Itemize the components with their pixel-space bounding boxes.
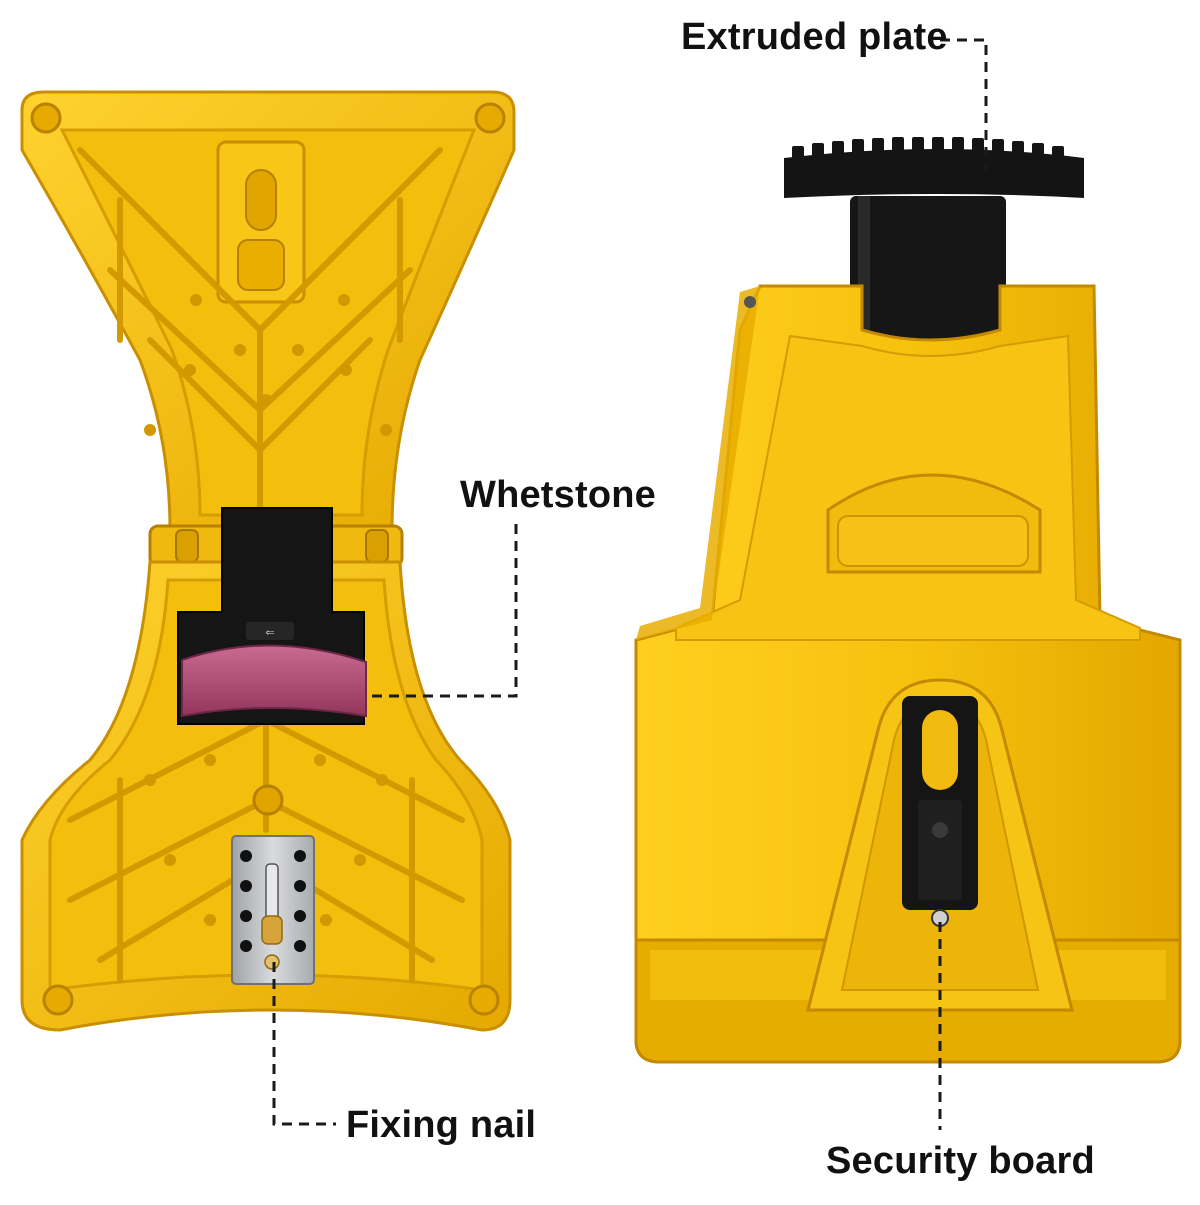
security-board-label: Security board xyxy=(826,1140,1095,1182)
callout-lines xyxy=(272,38,988,1130)
callout-line-fixing xyxy=(272,962,336,1126)
extruded-plate-icon xyxy=(784,137,1084,346)
closed-sharpener-icon xyxy=(634,137,1182,1064)
extruded-plate-label: Extruded plate xyxy=(681,16,948,58)
fixing-nail-icon xyxy=(261,863,283,970)
whetstone-icon xyxy=(181,644,367,718)
callout-line-whetstone xyxy=(368,524,518,698)
whetstone-label: Whetstone xyxy=(460,474,657,516)
svg-text:⇐: ⇐ xyxy=(265,626,274,639)
fixing-nail-label: Fixing nail xyxy=(346,1104,537,1146)
security-board-icon xyxy=(902,696,978,927)
open-sharpener-icon: ⇐ xyxy=(20,90,516,1032)
